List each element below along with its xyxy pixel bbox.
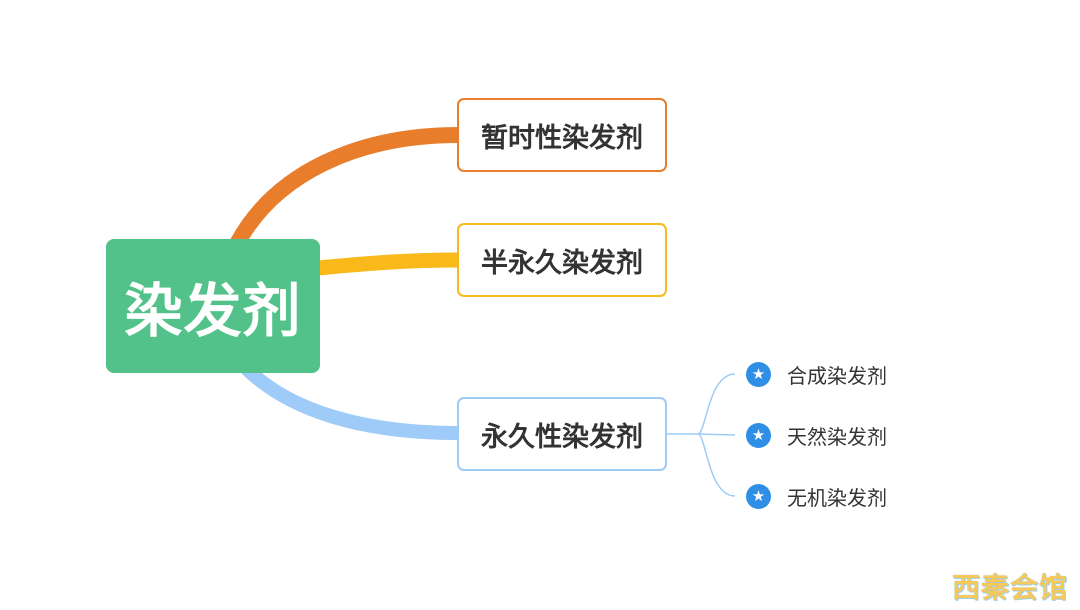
root-topic-label: 染发剂 xyxy=(124,277,302,345)
connector-branch-2 xyxy=(241,363,466,440)
leaf-label: 天然染发剂 xyxy=(787,424,887,449)
leaf-connectors xyxy=(667,373,736,497)
watermark-logo: 西秦会馆 xyxy=(948,567,1072,605)
leaf-inorganic[interactable]: ★ 无机染发剂 xyxy=(746,482,887,510)
branch-permanent[interactable]: 永久性染发剂 xyxy=(457,397,667,471)
star-badge-icon: ★ xyxy=(746,361,771,387)
leaf-connector-2 xyxy=(697,433,736,497)
leaf-synthetic[interactable]: ★ 合成染发剂 xyxy=(746,360,887,388)
star-badge-icon: ★ xyxy=(746,422,771,448)
branch-semi-permanent[interactable]: 半永久染发剂 xyxy=(457,223,667,297)
root-topic[interactable]: 染发剂 xyxy=(106,239,320,373)
branch-label: 半永久染发剂 xyxy=(481,247,643,279)
leaf-connector-0 xyxy=(697,373,736,435)
branch-label: 永久性染发剂 xyxy=(481,421,643,453)
leaf-connector-1 xyxy=(697,433,736,436)
leaf-natural[interactable]: ★ 天然染发剂 xyxy=(746,421,887,449)
leaf-label: 无机染发剂 xyxy=(787,485,887,510)
watermark-text: 西秦会馆 xyxy=(951,571,1068,604)
branch-label: 暂时性染发剂 xyxy=(481,122,643,154)
branch-temporary[interactable]: 暂时性染发剂 xyxy=(457,98,667,172)
connector-branch-0 xyxy=(230,127,467,250)
leaf-label: 合成染发剂 xyxy=(787,363,887,388)
connector-branch-1 xyxy=(310,252,467,276)
star-badge-icon: ★ xyxy=(746,483,771,509)
